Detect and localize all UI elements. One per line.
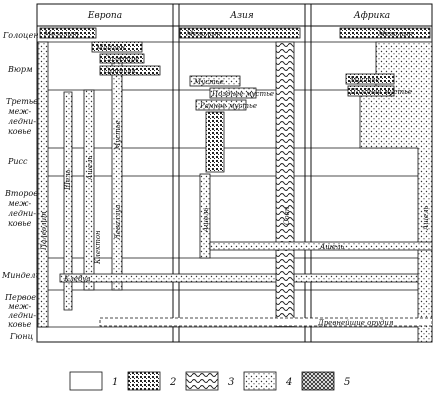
period-third-2: меж-: [8, 107, 31, 116]
legend-num-2: 2: [169, 377, 176, 388]
label-mezolit-eu: Мезолит: [43, 30, 79, 38]
label-shel: Шель: [64, 169, 72, 191]
band-madlen: [91, 41, 143, 53]
legend: 1 2 3 4 5: [69, 371, 350, 391]
period-second-3: ледни-: [8, 209, 36, 218]
legend-box-4: [243, 371, 277, 391]
legend-num-3: 3: [228, 377, 234, 388]
lane-shel: [63, 91, 73, 311]
band-asia-dense: [205, 111, 225, 173]
period-third-3: ледни-: [8, 117, 36, 126]
legend-box-2: [127, 371, 161, 391]
band-asia-must: [189, 75, 241, 87]
label-asia-ashel: Ашель: [202, 207, 210, 233]
period-first-2: меж-: [8, 302, 31, 311]
period-labels: Голоцен Вюрм Третье меж- ледни- ковье Ри…: [1, 31, 40, 341]
label-af-late: Позднее мустье: [349, 88, 412, 96]
legend-num-1: 1: [112, 377, 118, 388]
legend-box-1: [69, 371, 103, 391]
period-second-4: ковье: [8, 219, 32, 228]
label-mezolit-asia: Мезолит: [185, 30, 221, 38]
column-header-europe: Европа: [87, 11, 122, 21]
band-mezolit-asia: [179, 27, 301, 39]
band-levallua: [111, 59, 123, 291]
label-af-must: Мустье: [349, 76, 380, 84]
period-holocene: Голоцен: [2, 31, 39, 40]
label-pebble: Древнейшие орудия: [317, 319, 394, 327]
label-orinyak: Ориньяк: [104, 67, 137, 75]
label-asia-early: Раннее мустье: [199, 102, 257, 110]
period-first-1: Первое: [4, 293, 36, 302]
band-af-ashel-h: [209, 241, 433, 251]
band-soan: [275, 41, 295, 327]
label-paleolit: Палеолит: [40, 211, 48, 251]
column-header-africa: Африка: [353, 11, 390, 21]
diagram-frame: [36, 3, 433, 343]
label-af-ashel-v: Ашель: [422, 205, 430, 231]
band-orinyak: [99, 65, 161, 76]
label-levallua: Леваллуа: [114, 205, 122, 241]
band-klebua: [59, 273, 433, 283]
label-soan: Соан: [283, 206, 291, 225]
column-dividers: [37, 4, 432, 342]
legend-num-5: 5: [344, 377, 350, 388]
period-mindel: Миндель: [1, 271, 40, 280]
label-solutre: Солютре: [104, 55, 139, 63]
label-madlen: Мадлен: [95, 44, 125, 52]
legend-num-4: 4: [285, 377, 292, 388]
label-mezolit-af: Мезолит: [377, 30, 413, 38]
label-ashel-eu: Ашель: [86, 155, 94, 181]
band-asia-ashel: [199, 173, 211, 259]
band-mezolit-eu: [39, 27, 97, 39]
period-wurm: Вюрм: [7, 65, 33, 74]
period-second-2: меж-: [8, 199, 31, 208]
label-af-ashel-h: Ашель: [319, 243, 345, 251]
band-asia-early: [195, 99, 247, 111]
period-first-4: ковье: [8, 320, 32, 329]
band-asia-late: [209, 87, 257, 99]
legend-box-3: [185, 371, 219, 391]
period-riss: Рисс: [7, 157, 28, 166]
label-asia-must: Мустье: [193, 78, 224, 86]
period-first-3: ледни-: [8, 311, 36, 320]
band-paleolit: [37, 41, 49, 328]
band-pebble: [99, 317, 433, 327]
band-af-must: [345, 73, 395, 85]
band-ashel-eu: [83, 89, 95, 291]
period-gunz: Гюнц: [9, 332, 34, 341]
label-klekton: Клектон: [94, 230, 102, 265]
period-third-4: ковье: [8, 127, 32, 136]
column-header-asia: Азия: [229, 11, 254, 21]
band-solutre: [99, 53, 145, 64]
band-mezolit-af: [339, 27, 431, 39]
period-third-1: Третье: [6, 97, 38, 106]
band-af-late: [347, 85, 395, 97]
label-klebua: Клебуа: [63, 275, 91, 283]
legend-box-5: [301, 371, 335, 391]
label-must-eu: Мустье: [114, 120, 122, 151]
period-second-1: Второе: [4, 189, 38, 198]
label-asia-late: Позднее мустье: [211, 90, 274, 98]
